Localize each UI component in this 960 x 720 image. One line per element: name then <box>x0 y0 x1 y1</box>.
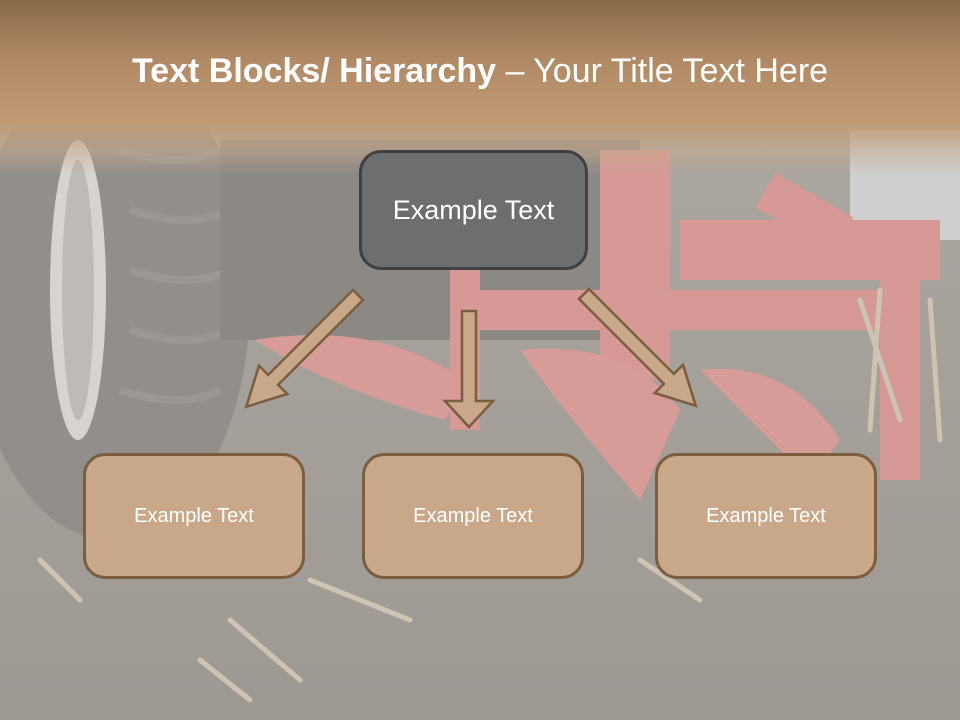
child-text-block-label: Example Text <box>706 504 826 527</box>
child-text-block-left[interactable]: Example Text <box>83 453 305 579</box>
child-text-block-middle[interactable]: Example Text <box>362 453 584 579</box>
slide-title-rest: – Your Title Text Here <box>496 52 829 90</box>
slide-title-bold: Text Blocks/ Hierarchy <box>131 52 497 90</box>
child-text-block-right[interactable]: Example Text <box>655 453 877 579</box>
slide-title: Text Blocks/ Hierarchy – Your Title Text… <box>0 52 960 91</box>
arrow-middle <box>442 309 496 429</box>
title-band <box>0 0 960 175</box>
child-text-block-label: Example Text <box>134 504 254 527</box>
arrow-left <box>244 288 365 409</box>
top-text-block-label: Example Text <box>392 194 555 225</box>
child-text-block-label: Example Text <box>413 504 533 527</box>
top-text-block[interactable]: Example Text <box>359 150 588 270</box>
arrow-right <box>577 287 698 408</box>
